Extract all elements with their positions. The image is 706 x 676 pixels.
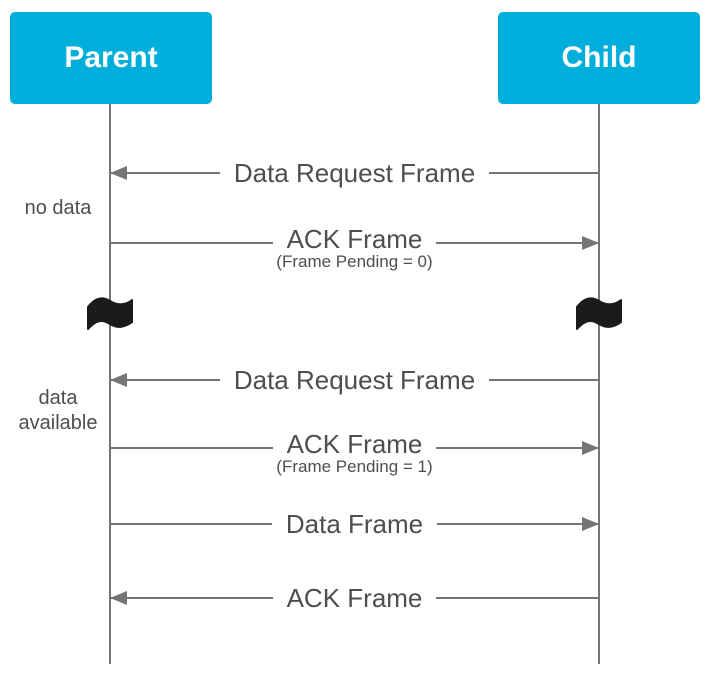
annotation-data-available: data available xyxy=(18,387,98,434)
lifeline-child xyxy=(598,104,600,664)
arrowhead-left-icon xyxy=(110,373,127,387)
message-line xyxy=(110,523,599,525)
message-data-request-frame-1: Data Request Frame xyxy=(110,157,599,189)
message-line xyxy=(110,597,599,599)
message-ack-frame-2: ACK Frame (Frame Pending = 1) xyxy=(110,428,599,476)
message-data-request-frame-2: Data Request Frame xyxy=(110,364,599,396)
arrowhead-right-icon xyxy=(582,236,599,250)
flag-icon xyxy=(86,294,134,334)
arrowhead-right-icon xyxy=(582,441,599,455)
message-sublabel: (Frame Pending = 0) xyxy=(276,252,433,271)
flag-icon xyxy=(575,294,623,334)
message-label: ACK Frame xyxy=(272,223,437,255)
annotation-no-data: no data xyxy=(24,197,92,219)
message-line xyxy=(110,172,599,174)
arrowhead-left-icon xyxy=(110,591,127,605)
message-line xyxy=(110,447,599,449)
message-sublabel: (Frame Pending = 1) xyxy=(276,457,433,476)
actor-child-label: Child xyxy=(561,41,637,74)
message-line xyxy=(110,242,599,244)
arrowhead-left-icon xyxy=(110,166,127,180)
message-ack-frame-3: ACK Frame xyxy=(110,582,599,614)
message-ack-frame-1: ACK Frame (Frame Pending = 0) xyxy=(110,223,599,271)
message-line xyxy=(110,379,599,381)
message-label: ACK Frame xyxy=(272,428,437,460)
actor-child: Child xyxy=(498,12,700,104)
actor-parent-label: Parent xyxy=(64,41,158,74)
arrowhead-right-icon xyxy=(582,517,599,531)
message-data-frame: Data Frame xyxy=(110,508,599,540)
actor-parent: Parent xyxy=(10,12,212,104)
